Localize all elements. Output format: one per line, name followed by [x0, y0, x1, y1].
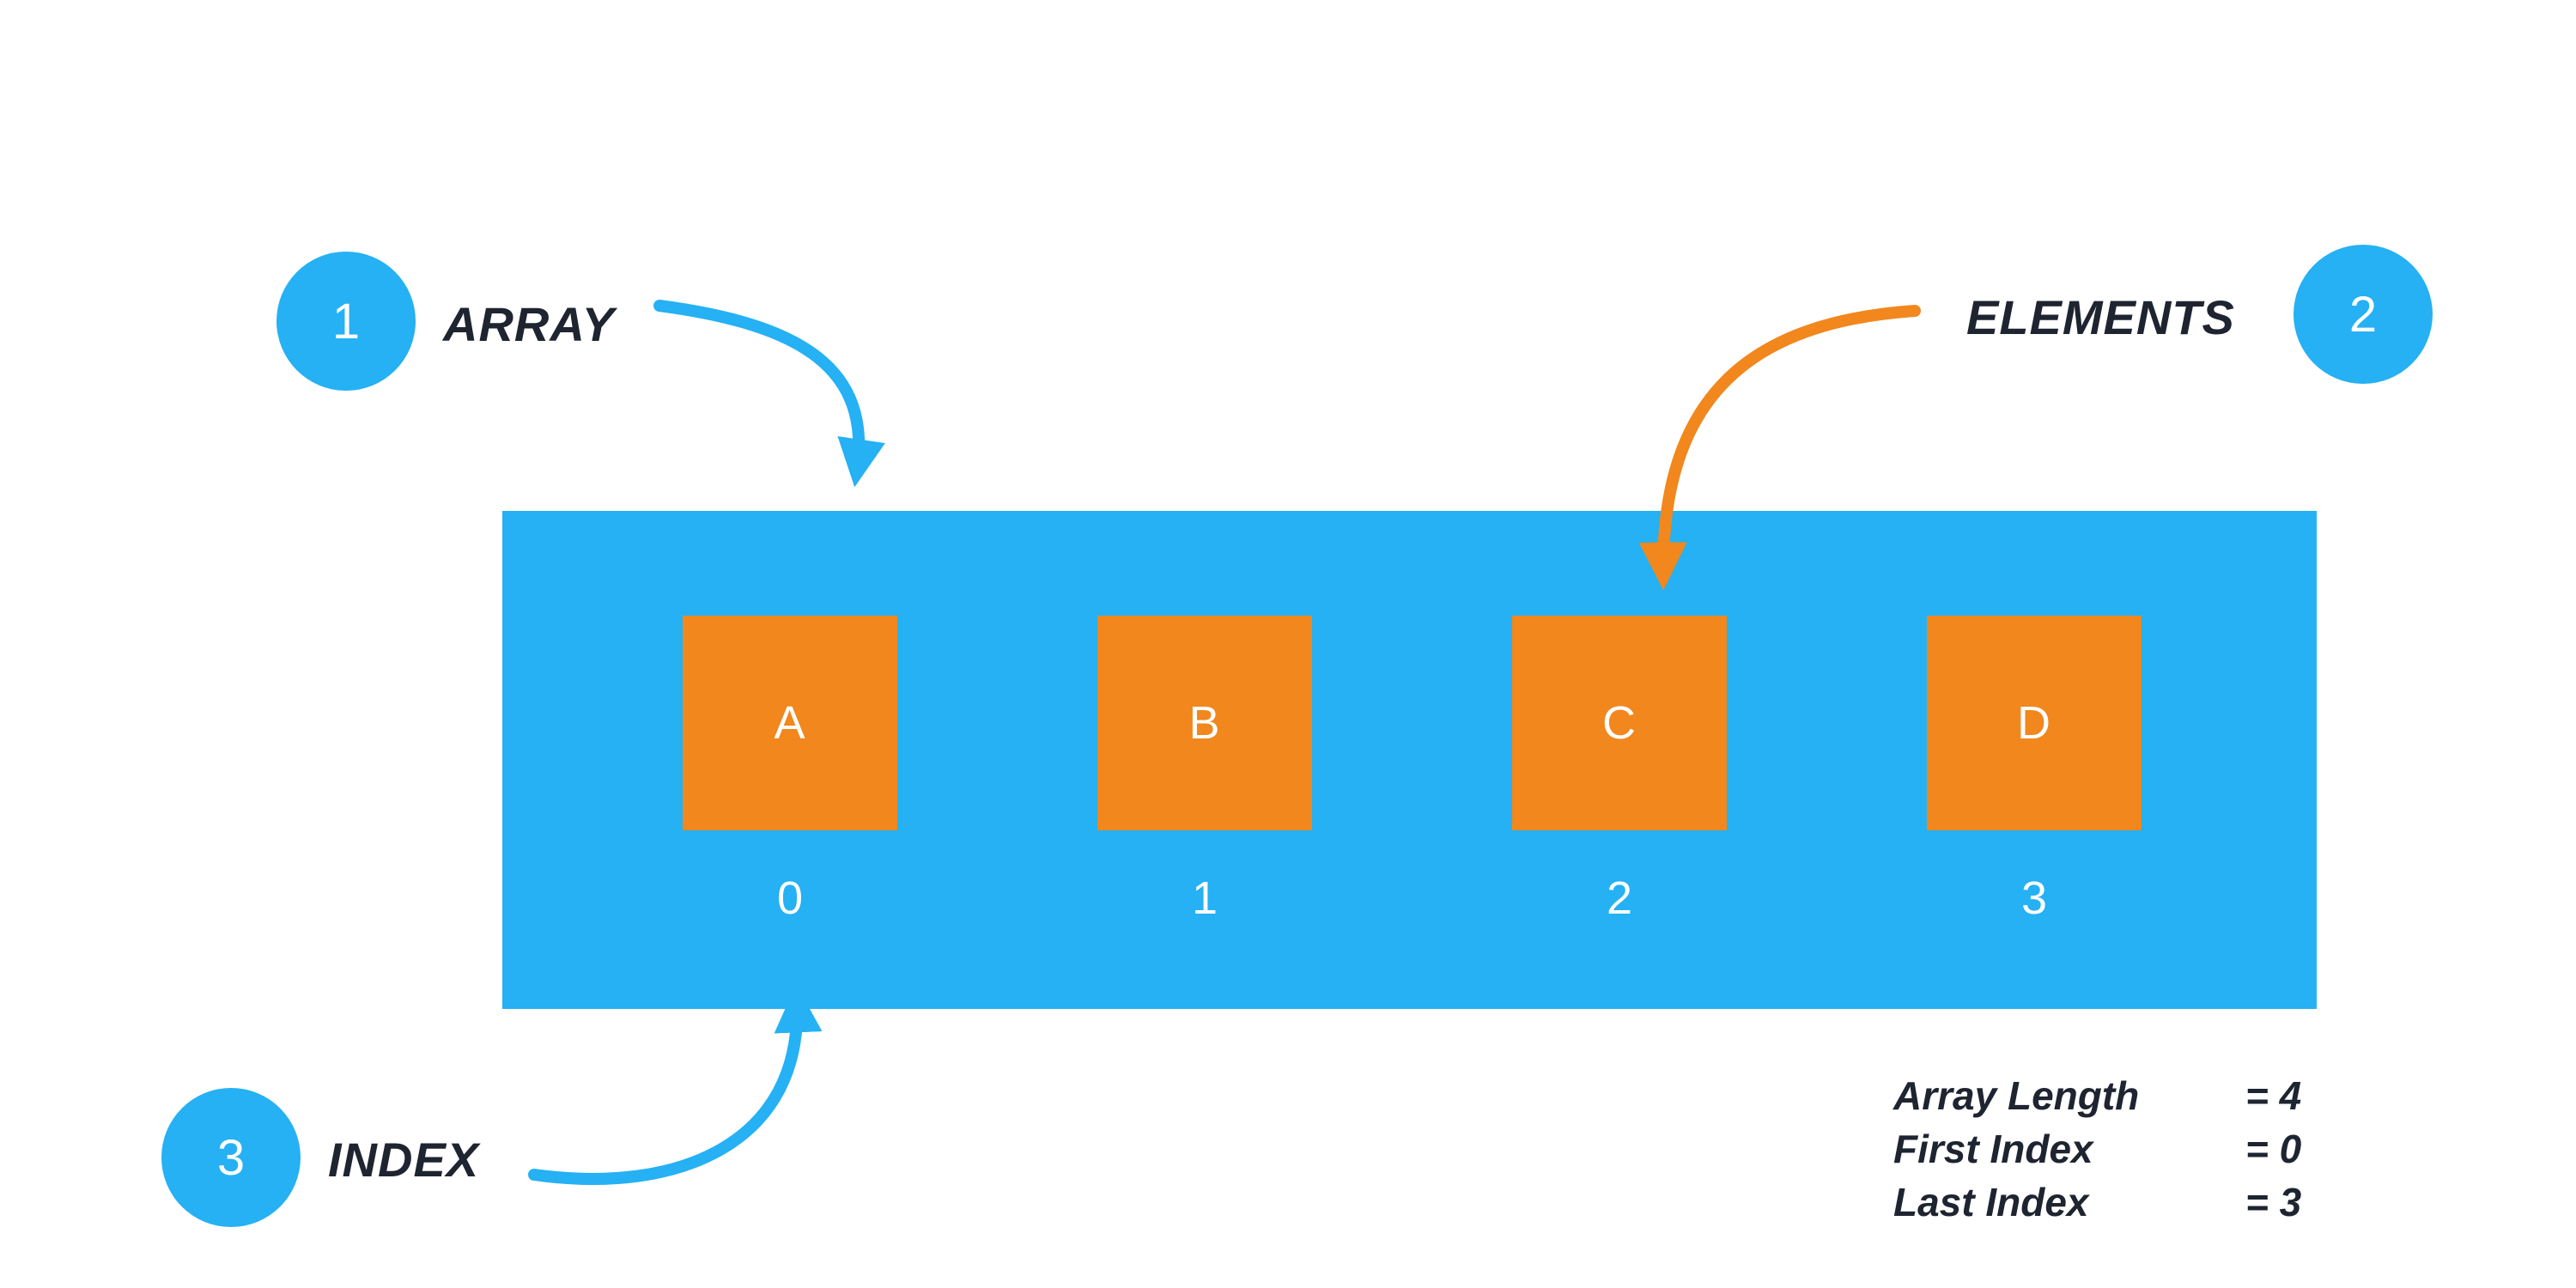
callout-badge-number: 3	[216, 1129, 246, 1186]
array-cell-letter: C	[1602, 697, 1637, 749]
array-cell-letter: A	[774, 697, 806, 749]
stat-label: First Index	[1893, 1127, 2093, 1171]
array-cell-index: 2	[1606, 872, 1633, 924]
array-cell-letter: B	[1188, 697, 1221, 749]
stat-value: = 3	[2245, 1180, 2302, 1224]
array-cell-box: A	[683, 616, 897, 830]
array-cell-box: D	[1927, 616, 2142, 830]
callout-badge-number: 2	[2348, 286, 2378, 343]
array-cell: A 0	[683, 616, 897, 925]
elements-label: ELEMENTS	[1966, 290, 2235, 344]
array-bar: A 0 B 1 C 2 D 3	[502, 511, 2317, 1009]
stat-label: Last Index	[1893, 1180, 2089, 1224]
callout-badge-index: 3	[161, 1088, 301, 1227]
array-stats: Array Length = 4 First Index = 0 Last In…	[1893, 1072, 2301, 1226]
array-cell-letter: D	[2017, 697, 2051, 749]
stat-value: = 4	[2245, 1073, 2302, 1118]
array-cell: B 1	[1097, 616, 1312, 925]
array-cell: D 3	[1927, 616, 2142, 925]
array-cell-index: 1	[1191, 872, 1218, 924]
callout-badge-array: 1	[276, 252, 416, 391]
array-cell: C 2	[1512, 616, 1727, 925]
array-cell-box: C	[1512, 616, 1727, 830]
array-cell-index: 0	[776, 872, 804, 924]
stat-label: Array Length	[1893, 1073, 2140, 1118]
callout-badge-number: 1	[331, 293, 361, 349]
array-label: ARRAY	[443, 297, 615, 351]
array-cell-index: 3	[2020, 872, 2048, 924]
index-arrow	[528, 984, 823, 1185]
callout-badge-elements: 2	[2293, 245, 2433, 384]
array-arrow	[653, 300, 885, 488]
stat-value: = 0	[2245, 1127, 2302, 1171]
index-label: INDEX	[328, 1133, 480, 1187]
array-cell-box: B	[1097, 616, 1312, 830]
